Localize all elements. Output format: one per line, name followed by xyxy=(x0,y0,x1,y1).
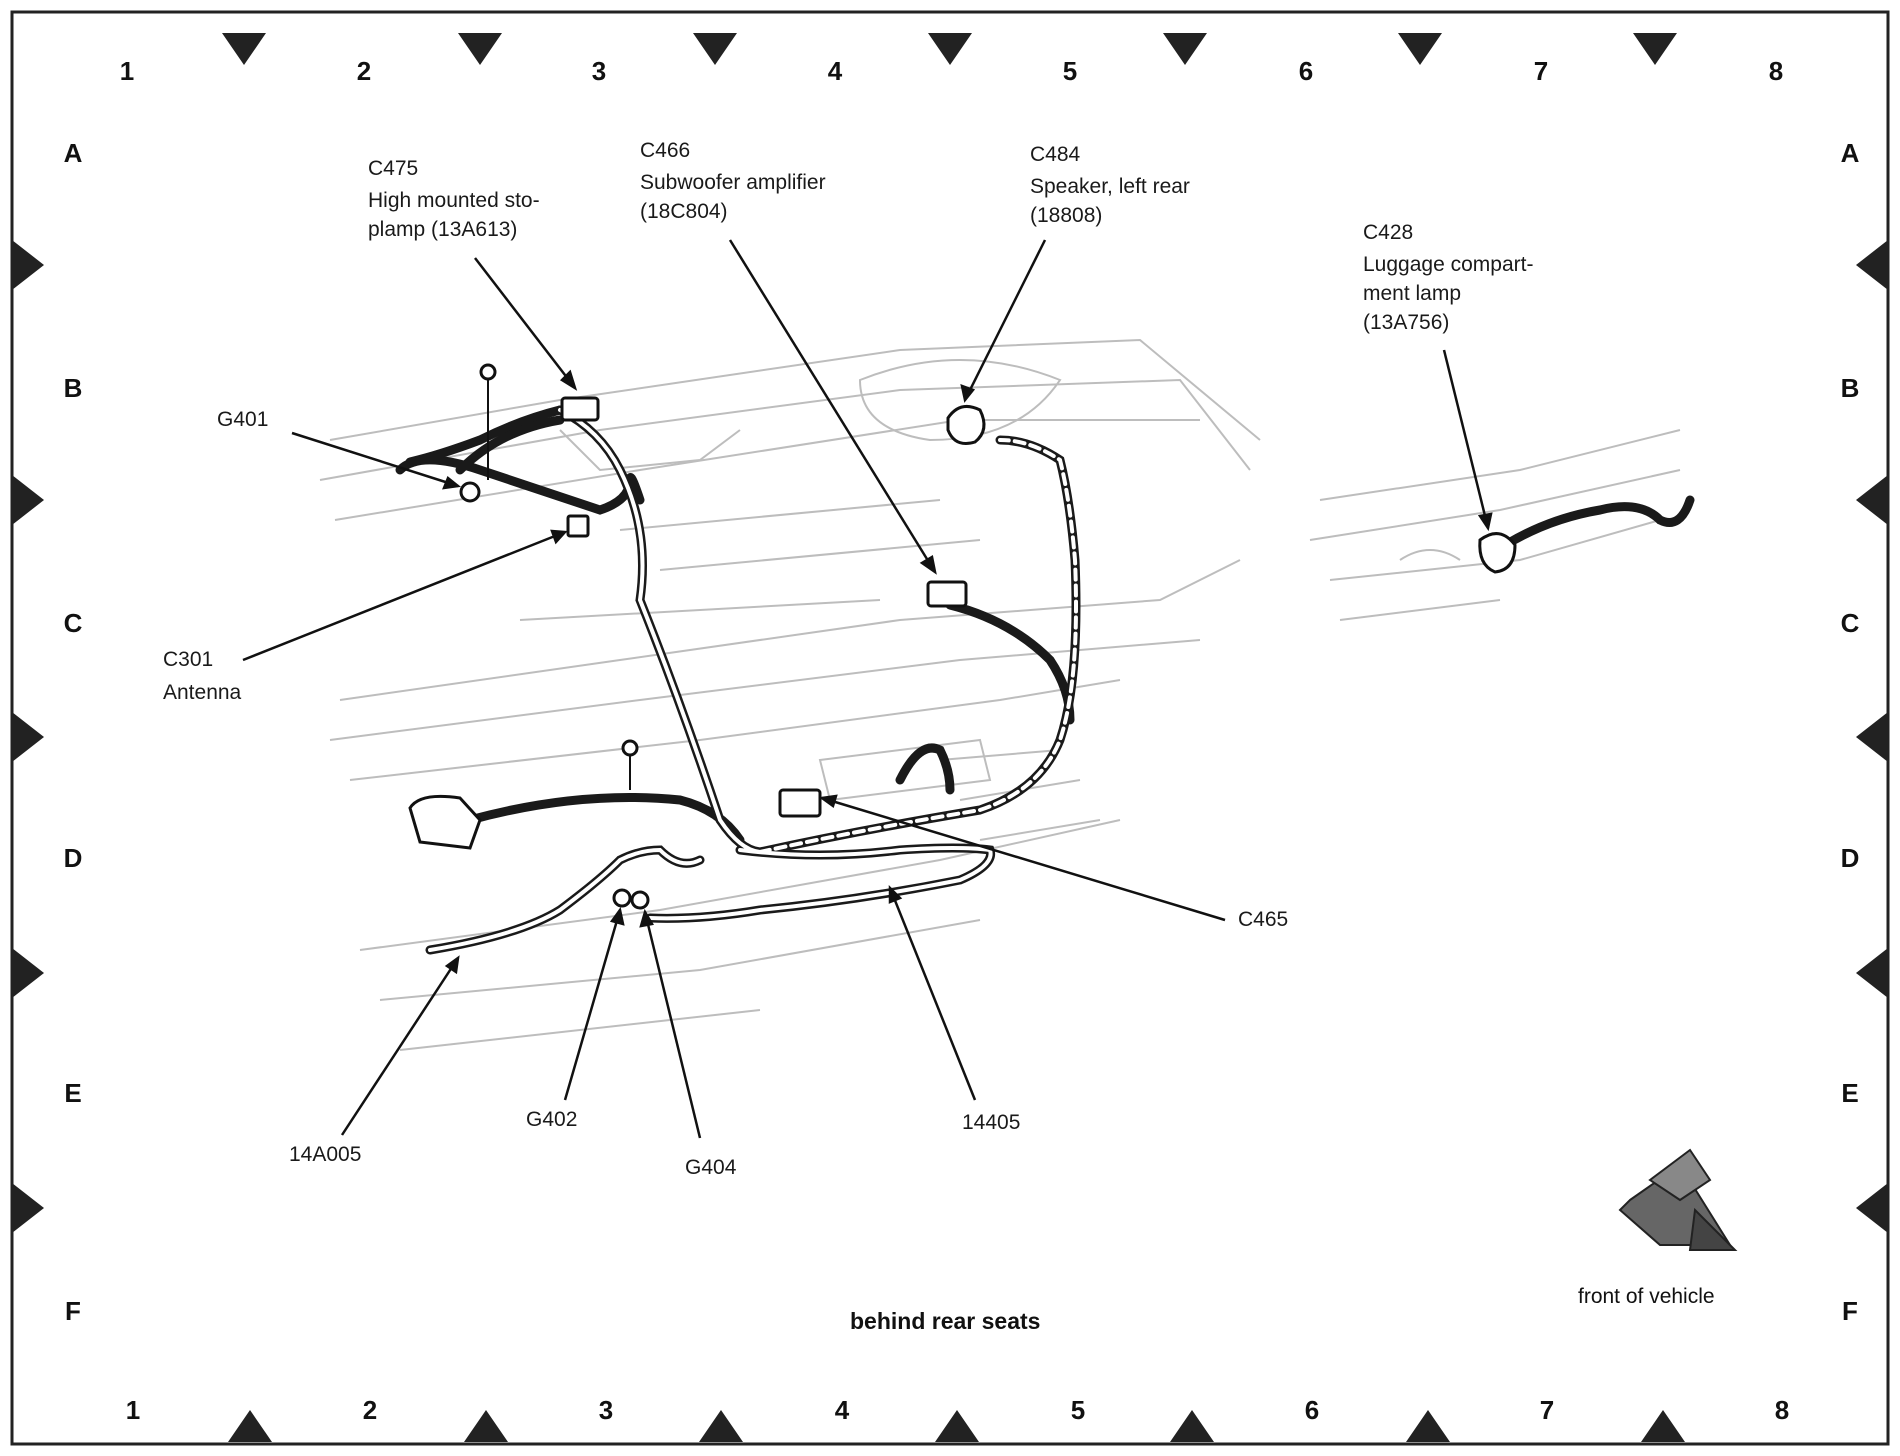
grid-col-7-bottom: 7 xyxy=(1539,1395,1555,1425)
vehicle-body-outline xyxy=(319,338,1681,1051)
harness-wires-inner xyxy=(428,408,1078,952)
diagram-frame xyxy=(10,10,1890,1446)
grid-row-f-left: F xyxy=(65,1296,81,1326)
harness-wires xyxy=(395,405,1695,955)
callout-g402: G402 xyxy=(526,1108,578,1131)
left-grid-markers xyxy=(12,240,44,1233)
callout-c428-id: C428 xyxy=(1363,221,1414,244)
connector-c428 xyxy=(1478,532,1517,574)
grid-col-4-top: 4 xyxy=(827,56,843,86)
grid-col-3-bottom: 3 xyxy=(598,1395,614,1425)
callout-c428-desc: Luggage compart- ment lamp (13A756) xyxy=(1363,253,1534,334)
callout-c484-id: C484 xyxy=(1030,143,1081,166)
grid-row-f-right: F xyxy=(1842,1296,1858,1326)
grid-row-d-right: D xyxy=(1840,843,1860,873)
grid-row-c-right: C xyxy=(1840,608,1860,638)
bolt-top xyxy=(479,363,497,381)
callout-14a005: 14A005 xyxy=(289,1143,362,1166)
grid-row-e-left: E xyxy=(64,1078,82,1108)
bolt-mid xyxy=(621,739,639,757)
callout-c475-desc: High mounted sto- plamp (13A613) xyxy=(368,189,540,241)
grid-row-e-right: E xyxy=(1841,1078,1859,1108)
connector-c475 xyxy=(560,396,600,422)
ground-g402 xyxy=(612,888,632,908)
ground-g401 xyxy=(459,481,481,503)
grid-row-a-right: A xyxy=(1840,138,1860,168)
grid-col-7-top: 7 xyxy=(1533,56,1549,86)
grid-col-5-top: 5 xyxy=(1062,56,1078,86)
callout-g401: G401 xyxy=(217,408,269,431)
grid-col-4-bottom: 4 xyxy=(834,1395,850,1425)
grid-col-1-top: 1 xyxy=(119,56,135,86)
callout-c466-id: C466 xyxy=(640,139,691,162)
diagram-caption: behind rear seats xyxy=(850,1308,1041,1334)
connector-c301 xyxy=(566,514,590,538)
callout-g404: G404 xyxy=(685,1156,737,1179)
grid-row-b-right: B xyxy=(1840,373,1860,403)
callout-c301-id: C301 xyxy=(163,648,214,671)
right-grid-markers xyxy=(1856,240,1888,1233)
grid-col-2-top: 2 xyxy=(356,56,372,86)
grid-row-d-left: D xyxy=(63,843,83,873)
grid-row-a-left: A xyxy=(63,138,83,168)
connector-left-block xyxy=(408,794,482,850)
grid-col-5-bottom: 5 xyxy=(1070,1395,1086,1425)
front-of-vehicle-label: front of vehicle xyxy=(1578,1285,1715,1308)
front-arrow xyxy=(1618,1148,1738,1251)
connector-c466 xyxy=(926,580,968,608)
callout-c484-desc: Speaker, left rear (18808) xyxy=(1030,175,1190,227)
grid-col-3-top: 3 xyxy=(591,56,607,86)
grid-row-c-left: C xyxy=(63,608,83,638)
connector-c484 xyxy=(946,404,986,445)
callout-c475-id: C475 xyxy=(368,157,419,180)
callout-c466-desc: Subwoofer amplifier (18C804) xyxy=(640,171,826,223)
callout-14405: 14405 xyxy=(962,1111,1021,1134)
leader-lines xyxy=(242,239,1493,1139)
top-grid-markers xyxy=(222,33,1677,65)
grid-row-b-left: B xyxy=(63,373,83,403)
connectors xyxy=(408,363,1517,910)
bolts xyxy=(487,380,631,790)
bottom-grid-markers xyxy=(228,1410,1685,1442)
connector-c465 xyxy=(778,788,822,818)
grid-col-2-bottom: 2 xyxy=(362,1395,378,1425)
grid-col-1-bottom: 1 xyxy=(125,1395,141,1425)
ground-g404 xyxy=(630,890,650,910)
grid-col-6-bottom: 6 xyxy=(1304,1395,1320,1425)
callout-c301-desc: Antenna xyxy=(163,681,242,704)
callout-c465: C465 xyxy=(1238,908,1289,931)
grid-col-8-top: 8 xyxy=(1768,56,1784,86)
grid-col-8-bottom: 8 xyxy=(1774,1395,1790,1425)
grid-col-6-top: 6 xyxy=(1298,56,1314,86)
